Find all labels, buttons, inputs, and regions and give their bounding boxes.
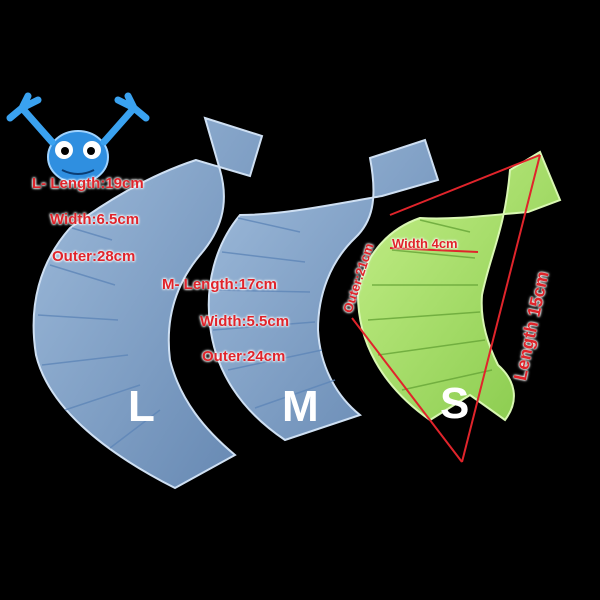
medium-outer-label: Outer:24cm [202, 348, 286, 365]
large-width-label: Width:6.5cm [50, 211, 140, 228]
medium-length-label: M- Length:17cm [162, 276, 278, 293]
medium-width-label: Width:5.5cm [200, 313, 290, 330]
measure-lines [351, 154, 541, 463]
fin-large [32, 116, 264, 490]
fin-medium [207, 138, 440, 442]
large-outer-label: Outer:28cm [52, 248, 136, 265]
size-letter-large: L [128, 382, 155, 431]
size-letter-small: S [440, 379, 470, 428]
frog-mascot-icon [6, 92, 150, 184]
large-length-label: L- Length:19cm [32, 175, 144, 192]
fin-small [356, 150, 562, 422]
size-letter-medium: M [282, 382, 319, 431]
small-width-label: Width 4cm [392, 236, 458, 251]
